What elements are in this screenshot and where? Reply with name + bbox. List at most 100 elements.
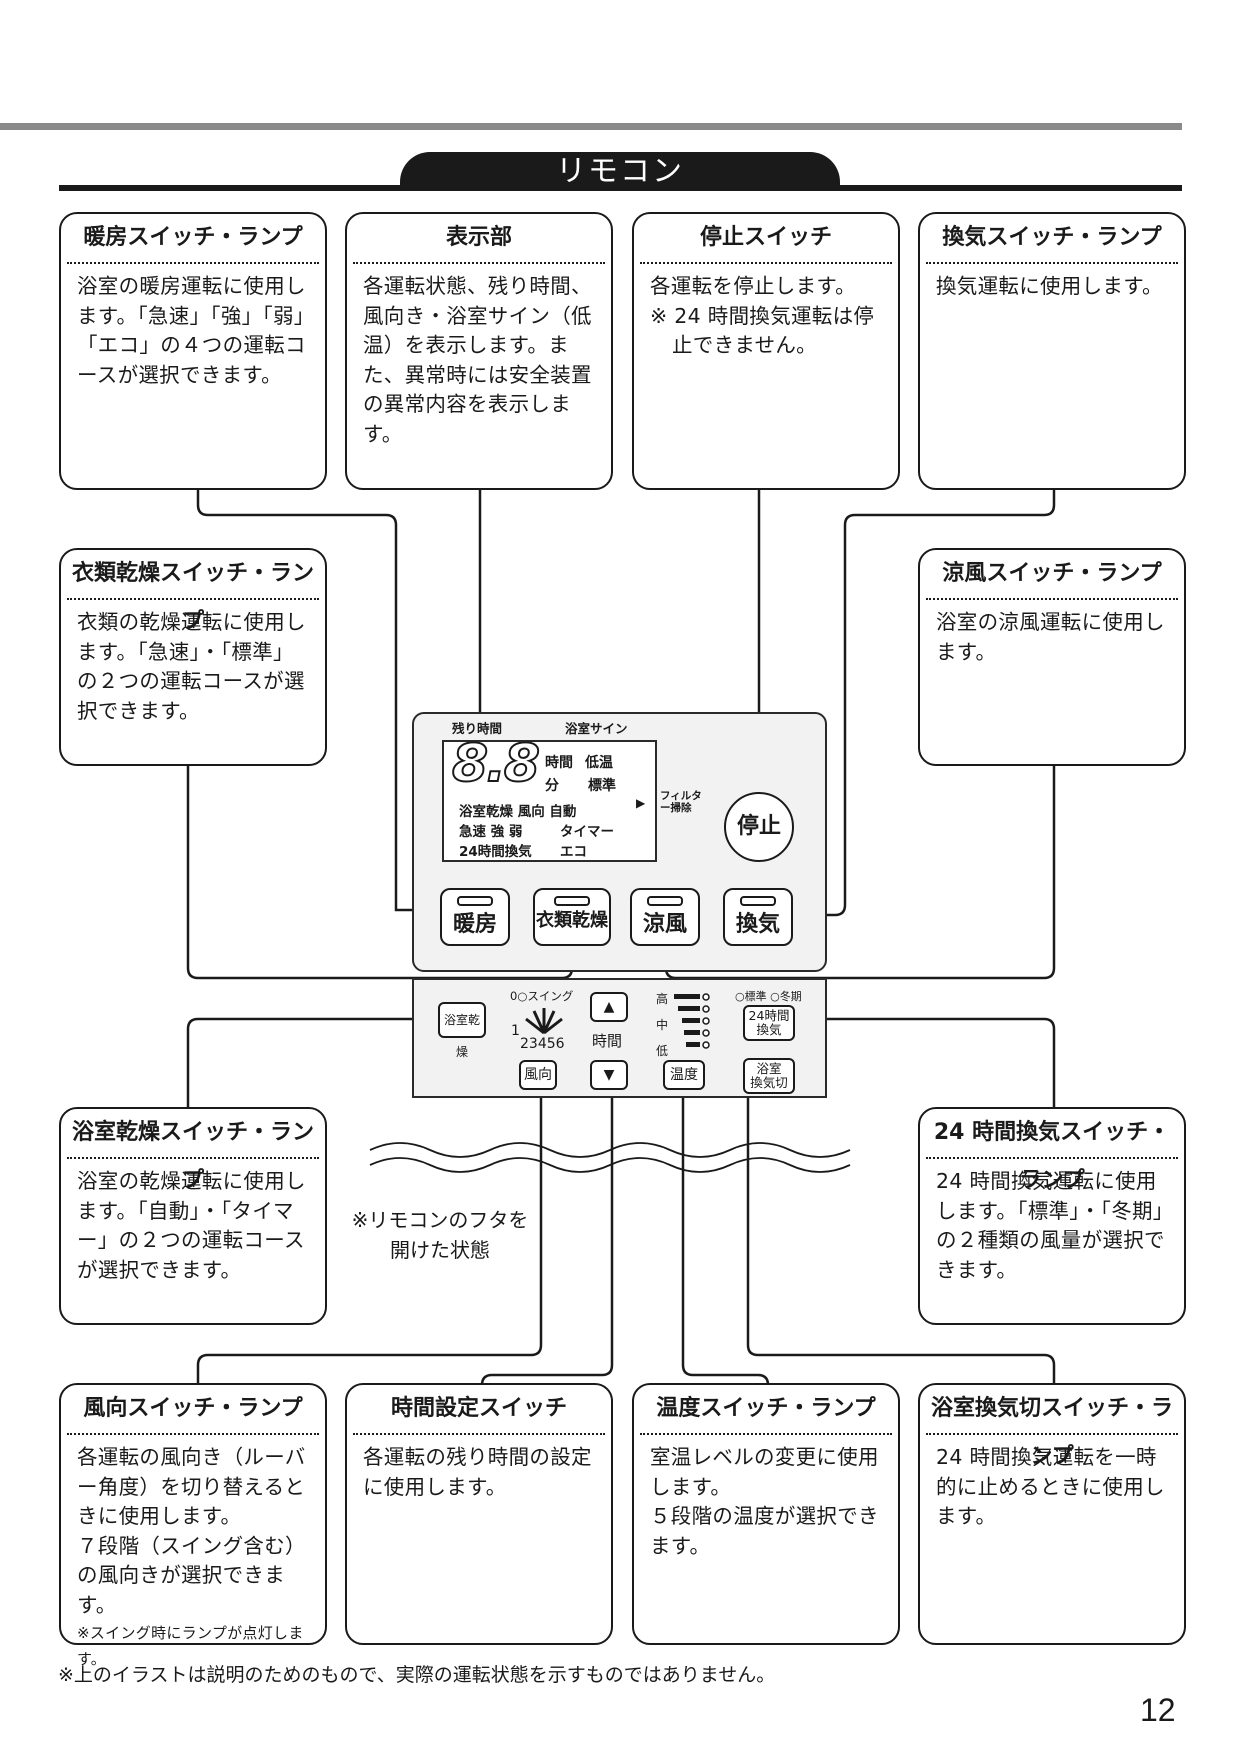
box-small-note: ※スイング時にランプが点灯します。 bbox=[77, 1624, 304, 1668]
swing-number-1: 1 bbox=[511, 1023, 520, 1039]
vent-mode-label: ○標準 ○冬期 bbox=[735, 990, 802, 1003]
box-title: 温度スイッチ・ランプ bbox=[640, 1385, 892, 1435]
footnote: ※上のイラストは説明のためのもので、実際の運転状態を示すものではありません。 bbox=[58, 1664, 776, 1686]
clothes-dry-button-label: 衣類乾燥 bbox=[536, 910, 608, 931]
box-title: 停止スイッチ bbox=[640, 214, 892, 264]
clothes-dry-button[interactable]: 衣類乾燥 bbox=[533, 888, 611, 946]
ventilation-button-label: 換気 bbox=[735, 912, 780, 937]
top-rule bbox=[0, 123, 1182, 130]
temp-level-icon bbox=[674, 993, 710, 1049]
time-down-button[interactable]: ▼ bbox=[590, 1060, 628, 1090]
label-bath-sign: 浴室サイン bbox=[565, 721, 628, 736]
lcd-minutes: 分 bbox=[545, 778, 559, 794]
section-rule bbox=[59, 185, 1182, 191]
leader-wind bbox=[196, 1073, 543, 1385]
filter-label: フィルター掃除 bbox=[660, 790, 702, 814]
vent-off-line1: 浴室 bbox=[756, 1061, 782, 1076]
lcd-low-temp: 低温 bbox=[585, 755, 613, 771]
box-heating: 暖房スイッチ・ランプ 浴室の暖房運転に使用します。「急速」「強」「弱」「エコ」の… bbox=[59, 212, 327, 490]
24h-vent-button[interactable]: 24時間 換気 bbox=[743, 1005, 795, 1041]
box-title: 浴室換気切スイッチ・ランプ bbox=[926, 1385, 1178, 1469]
box-body: 換気運転に使用します。 bbox=[936, 274, 1163, 298]
lcd-row4a: 急速 強 弱 bbox=[459, 824, 523, 840]
box-title: 換気スイッチ・ランプ bbox=[926, 214, 1178, 264]
time-up-button[interactable]: ▲ bbox=[590, 992, 628, 1022]
lcd-row5b: エコ bbox=[560, 844, 587, 860]
leader-ventilation bbox=[800, 488, 1056, 917]
lcd-display bbox=[442, 740, 657, 862]
box-body: 浴室の暖房運転に使用します。「急速」「強」「弱」「エコ」の４つの運転コースが選択… bbox=[77, 274, 306, 387]
box-note: ※ 24 時間換気運転は停止できません。 bbox=[650, 303, 875, 358]
24h-vent-line1: 24時間 bbox=[748, 1008, 790, 1023]
box-title: 風向スイッチ・ランプ bbox=[67, 1385, 319, 1435]
segment-digits: 8.8 bbox=[451, 733, 541, 795]
remote-note: ※リモコンのフタを開けた状態 bbox=[351, 1208, 529, 1262]
box-display: 表示部 各運転状態、残り時間、風向き・浴室サイン（低温）を表示します。また、異常… bbox=[345, 212, 613, 490]
heating-button-label: 暖房 bbox=[452, 912, 497, 937]
leader-24h bbox=[785, 1017, 1056, 1108]
box-body: 24 時間換気運転に使用します。「標準」・「冬期」の２種類の風量が選択できます。 bbox=[936, 1169, 1165, 1282]
box-body: 各運転状態、残り時間、風向き・浴室サイン（低温）を表示します。また、異常時には安… bbox=[363, 274, 592, 446]
box-title: 浴室乾燥スイッチ・ランプ bbox=[67, 1109, 319, 1193]
lcd-row3: 浴室乾燥 風向 自動 bbox=[459, 804, 577, 820]
box-title: 表示部 bbox=[353, 214, 605, 264]
box-ventilation: 換気スイッチ・ランプ 換気運転に使用します。 bbox=[918, 212, 1186, 490]
lcd-standard: 標準 bbox=[588, 778, 616, 794]
box-bath-dry: 浴室乾燥スイッチ・ランプ 浴室の乾燥運転に使用します。「自動」・「タイマー」の２… bbox=[59, 1107, 327, 1325]
box-clothes-dry: 衣類乾燥スイッチ・ランプ 衣類の乾燥運転に使用します。「急速」・「標準」の２つの… bbox=[59, 548, 327, 766]
lamp-icon bbox=[740, 896, 776, 906]
wind-direction-button[interactable]: 風向 bbox=[519, 1060, 557, 1090]
vent-off-button[interactable]: 浴室 換気切 bbox=[743, 1058, 795, 1094]
box-title: 衣類乾燥スイッチ・ランプ bbox=[67, 550, 319, 634]
swing-fan-icon bbox=[525, 1008, 563, 1035]
lamp-icon bbox=[554, 896, 590, 906]
box-body: 各運転を停止します。 bbox=[650, 274, 856, 298]
swing-numbers: 23456 bbox=[520, 1036, 565, 1052]
leader-clothes bbox=[186, 765, 574, 980]
lcd-row4b: タイマー bbox=[560, 824, 614, 840]
box-wind-direction: 風向スイッチ・ランプ 各運転の風向き（ルーバー角度）を切り替えるときに使用します… bbox=[59, 1383, 327, 1668]
bath-dry-button[interactable]: 浴室乾燥 bbox=[438, 1002, 486, 1059]
temp-high-label: 高 bbox=[656, 992, 669, 1006]
leader-heating bbox=[196, 488, 428, 912]
leader-bath-dry bbox=[186, 1017, 440, 1108]
temp-mid-label: 中 bbox=[656, 1018, 669, 1032]
lamp-icon bbox=[647, 896, 683, 906]
box-title: 涼風スイッチ・ランプ bbox=[926, 550, 1178, 600]
leader-cool bbox=[664, 765, 1056, 980]
page-number: 12 bbox=[1140, 1692, 1176, 1728]
heating-button[interactable]: 暖房 bbox=[440, 888, 510, 946]
leader-timer bbox=[480, 1073, 614, 1386]
swing-label: 0○スイング bbox=[510, 989, 574, 1003]
box-stop: 停止スイッチ 各運転を停止します。 ※ 24 時間換気運転は停止できません。 bbox=[632, 212, 900, 490]
box-temperature: 温度スイッチ・ランプ 室温レベルの変更に使用します。 ５段階の温度が選択できます… bbox=[632, 1383, 900, 1645]
box-body: 24 時間換気運転を一時的に止めるときに使用します。 bbox=[936, 1445, 1165, 1528]
box-title: 24 時間換気スイッチ・ランプ bbox=[926, 1109, 1178, 1193]
box-24h-vent: 24 時間換気スイッチ・ランプ 24 時間換気運転に使用します。「標準」・「冬期… bbox=[918, 1107, 1186, 1325]
box-body: 室温レベルの変更に使用します。 bbox=[650, 1445, 879, 1499]
lamp-icon bbox=[457, 896, 493, 906]
cool-wind-button[interactable]: 涼風 bbox=[630, 888, 700, 946]
box-body-2: ７段階（スイング含む）の風向きが選択できます。 bbox=[77, 1533, 306, 1617]
box-body: 各運転の風向き（ルーバー角度）を切り替えるときに使用します。 bbox=[77, 1445, 306, 1528]
box-title: 暖房スイッチ・ランプ bbox=[67, 214, 319, 264]
leader-temp bbox=[681, 1073, 770, 1386]
filter-arrow-icon: ▶ bbox=[636, 796, 646, 810]
label-remaining-time: 残り時間 bbox=[452, 721, 503, 736]
box-body: 浴室の乾燥運転に使用します。「自動」・「タイマー」の２つの運転コースが選択できま… bbox=[77, 1169, 306, 1282]
box-vent-off: 浴室換気切スイッチ・ランプ 24 時間換気運転を一時的に止めるときに使用します。 bbox=[918, 1383, 1186, 1645]
lcd-row5a: 24時間換気 bbox=[459, 844, 532, 860]
lcd-hours: 時間 bbox=[545, 755, 573, 771]
box-timer: 時間設定スイッチ 各運転の残り時間の設定に使用します。 bbox=[345, 1383, 613, 1645]
vent-off-line2: 換気切 bbox=[750, 1074, 788, 1090]
section-tab: リモコン bbox=[400, 152, 840, 191]
temp-low-label: 低 bbox=[656, 1044, 669, 1058]
box-body: 各運転の残り時間の設定に使用します。 bbox=[363, 1445, 592, 1499]
box-body: 衣類の乾燥運転に使用します。「急速」・「標準」の２つの運転コースが選択できます。 bbox=[77, 610, 306, 723]
temperature-button[interactable]: 温度 bbox=[663, 1060, 705, 1090]
time-label: 時間 bbox=[592, 1032, 623, 1050]
box-body-2: ５段階の温度が選択できます。 bbox=[650, 1504, 879, 1558]
stop-button[interactable]: 停止 bbox=[724, 792, 794, 862]
ventilation-button[interactable]: 換気 bbox=[723, 888, 793, 946]
leader-vent-off bbox=[746, 1088, 1056, 1385]
